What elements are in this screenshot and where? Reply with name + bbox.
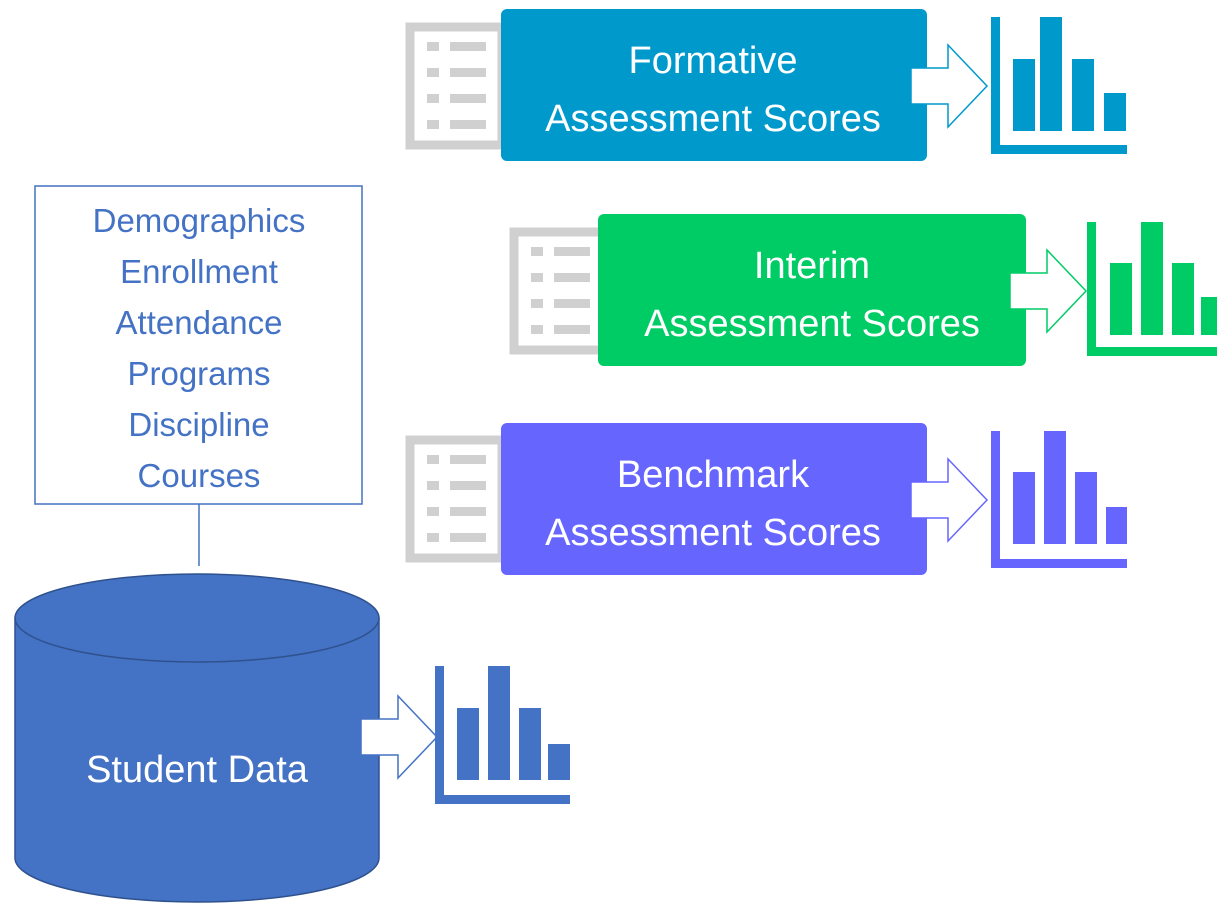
formative-subtitle: Assessment Scores xyxy=(545,98,881,140)
right-arrow-icon xyxy=(910,457,989,543)
bar-chart-icon xyxy=(991,17,1127,154)
benchmark-row: Benchmark Assessment Scores xyxy=(405,423,1127,575)
document-list-icon xyxy=(509,227,611,355)
formative-title: Formative xyxy=(629,40,798,82)
benchmark-title: Benchmark xyxy=(617,454,810,496)
benchmark-box xyxy=(501,423,927,575)
field-attendance: Attendance xyxy=(116,304,283,341)
interim-row: Interim Assessment Scores xyxy=(509,214,1217,366)
bar-chart-icon xyxy=(1087,222,1217,356)
field-programs: Programs xyxy=(127,355,270,392)
database-label: Student Data xyxy=(86,749,309,791)
benchmark-subtitle: Assessment Scores xyxy=(545,512,881,554)
field-demographics: Demographics xyxy=(93,202,306,239)
field-discipline: Discipline xyxy=(128,406,269,443)
right-arrow-icon xyxy=(1009,248,1088,334)
document-list-icon xyxy=(405,22,507,150)
bar-chart-icon xyxy=(991,431,1127,568)
database-icon: Student Data xyxy=(14,573,380,903)
right-arrow-icon xyxy=(910,43,989,129)
interim-subtitle: Assessment Scores xyxy=(644,303,980,345)
interim-title: Interim xyxy=(754,245,870,287)
formative-box xyxy=(501,9,927,161)
document-list-icon xyxy=(405,435,507,563)
field-enrollment: Enrollment xyxy=(120,253,278,290)
field-courses: Courses xyxy=(138,457,261,494)
bar-chart-icon xyxy=(435,666,570,804)
student-fields-box: Demographics Enrollment Attendance Progr… xyxy=(34,185,363,505)
formative-row: Formative Assessment Scores xyxy=(405,9,1127,161)
interim-box xyxy=(598,214,1026,366)
right-arrow-icon xyxy=(360,694,439,780)
